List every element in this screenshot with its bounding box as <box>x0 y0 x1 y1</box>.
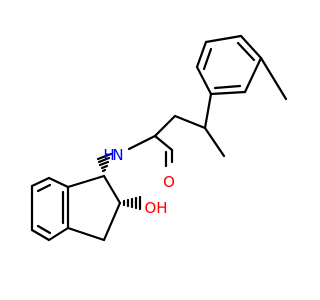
bond <box>204 34 243 44</box>
bond <box>213 84 242 90</box>
tolyl-ring <box>195 34 288 101</box>
bond <box>195 40 208 69</box>
bond <box>30 228 51 242</box>
bond <box>100 164 109 170</box>
molecule-structure: O N H OH <box>30 34 288 242</box>
carbonyl-oxygen-label: O <box>163 173 175 191</box>
bond <box>36 224 52 235</box>
amide-hydrogen-label: H <box>103 146 114 164</box>
bond <box>97 156 111 164</box>
amide-nitrogen-label: N <box>112 146 123 164</box>
bond <box>203 92 213 130</box>
bond <box>259 56 288 101</box>
amide-chain <box>127 92 226 168</box>
bond <box>209 90 247 96</box>
bond <box>47 226 70 242</box>
bond <box>195 65 213 96</box>
bond <box>98 160 110 167</box>
bond <box>36 183 52 193</box>
hashed-wedge-bond <box>122 195 142 211</box>
indane-ring <box>30 174 122 242</box>
bond <box>47 176 70 189</box>
bond <box>243 56 263 94</box>
bond <box>173 114 207 130</box>
bond <box>203 126 226 158</box>
bond <box>102 201 122 242</box>
bond <box>239 34 263 60</box>
bond <box>102 174 122 205</box>
bond <box>236 41 256 62</box>
bond <box>96 152 113 161</box>
bond <box>153 114 177 138</box>
bond <box>30 176 51 188</box>
bond <box>153 134 174 152</box>
bond <box>127 134 157 151</box>
bond <box>101 168 107 173</box>
hashed-wedge-bond <box>96 152 113 173</box>
bond <box>202 47 213 71</box>
hydroxyl-label: OH <box>144 199 167 217</box>
bond <box>66 226 106 242</box>
bond <box>66 174 106 189</box>
